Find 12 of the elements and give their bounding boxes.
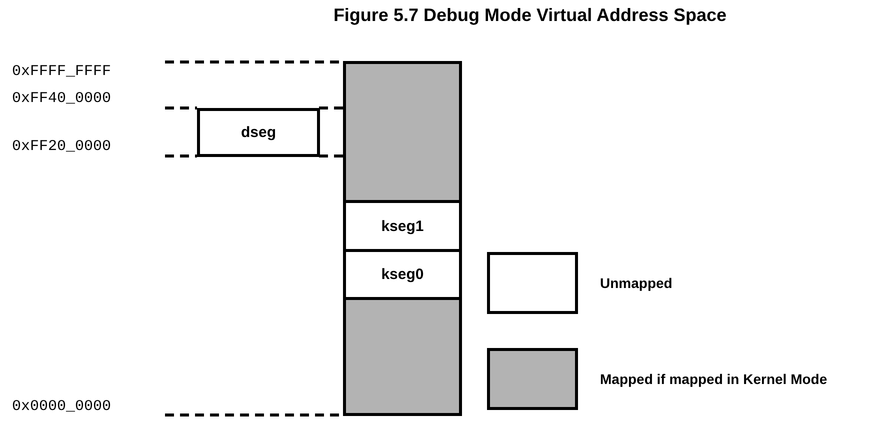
segment-box: kseg1 [343, 203, 462, 252]
address-label: 0xFFFF_FFFF [12, 64, 112, 80]
mapped-segment [343, 61, 462, 203]
address-label: 0xFF20_0000 [12, 139, 112, 155]
address-label: 0x0000_0000 [12, 399, 112, 415]
mapped-segment [343, 300, 462, 416]
address-label: 0xFF40_0000 [12, 91, 112, 107]
figure-title: Figure 5.7 Debug Mode Virtual Address Space [332, 5, 728, 26]
legend-text: Mapped if mapped in Kernel Mode [600, 371, 828, 387]
segment-box: kseg0 [343, 252, 462, 300]
legend-text: Unmapped [600, 275, 672, 291]
segment-box: dseg [197, 108, 320, 157]
